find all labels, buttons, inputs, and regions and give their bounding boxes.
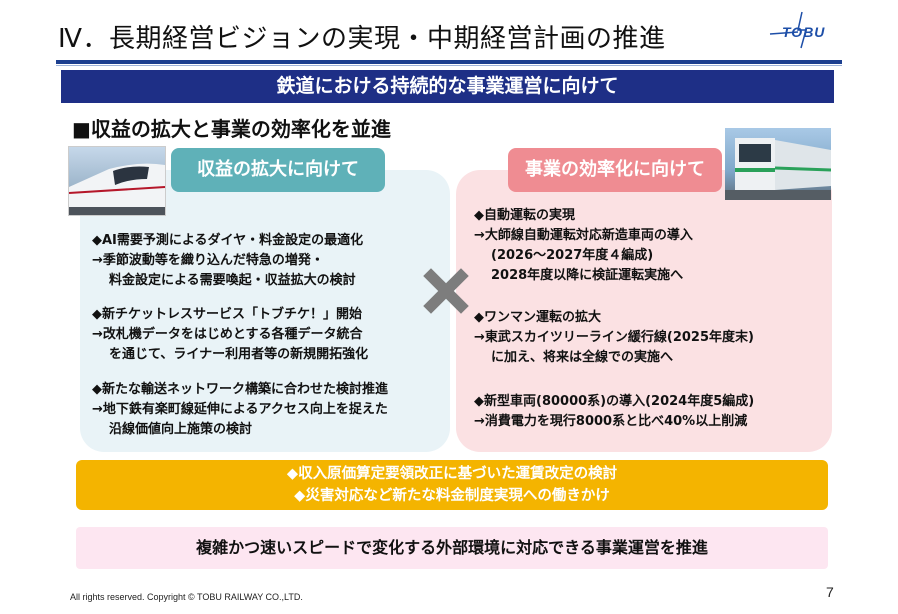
commuter-train-photo — [725, 128, 831, 200]
revenue-item-line: を通じて、ライナー利用者等の新規開拓強化 — [109, 347, 369, 362]
revenue-item: ◆AI需要予測によるダイヤ・料金設定の最適化 →季節波動等を織り込んだ特急の増発… — [92, 231, 363, 291]
efficiency-item-line: →大師線自動運転対応新造車両の導入 — [474, 228, 693, 243]
tobu-logo-text: TOBU — [782, 24, 826, 40]
page-number: 7 — [826, 584, 834, 600]
efficiency-item-line: 2028年度以降に検証運転実施へ — [491, 268, 684, 283]
revenue-item-line: →地下鉄有楽町線延伸によるアクセス向上を捉えた — [92, 402, 388, 417]
revenue-panel-title: 収益の拡大に向けて — [171, 148, 385, 192]
section-heading: ■収益の拡大と事業の効率化を並進 — [72, 117, 391, 141]
efficiency-item-head: ◆自動運転の実現 — [474, 208, 575, 223]
efficiency-item-line: に加え、将来は全線での実施へ — [491, 350, 674, 365]
page-title: Ⅳ．長期経営ビジョンの実現・中期経営計画の推進 — [58, 24, 666, 54]
efficiency-item-line: (2026～2027年度４編成) — [491, 248, 654, 263]
limited-express-train-photo — [68, 146, 166, 216]
efficiency-panel — [456, 170, 832, 452]
revenue-item-line: →季節波動等を織り込んだ特急の増発・ — [92, 253, 324, 268]
efficiency-item-head: ◆ワンマン運転の拡大 — [474, 310, 601, 325]
efficiency-item-line: →消費電力を現行8000系と比べ40%以上削減 — [474, 414, 748, 429]
tobu-logo: TOBU — [768, 10, 848, 50]
revenue-item-head: ◆新チケットレスサービス「トブチケ！」開始 — [92, 307, 362, 322]
efficiency-item: ◆ワンマン運転の拡大 →東武スカイツリーライン緩行線(2025年度末) に加え、… — [474, 308, 754, 368]
revenue-item-head: ◆AI需要予測によるダイヤ・料金設定の最適化 — [92, 233, 364, 248]
revenue-item-line: 料金設定による需要喚起・収益拡大の検討 — [109, 273, 356, 288]
copyright-notice: All rights reserved. Copyright © TOBU RA… — [70, 592, 303, 602]
cross-icon — [423, 268, 469, 314]
fare-policy-line: ◆収入原価算定要領改正に基づいた運賃改定の検討 — [286, 466, 618, 482]
section-banner: 鉄道における持続的な事業運営に向けて — [61, 70, 834, 103]
tobu-logo-icon — [769, 11, 807, 49]
fare-policy-line: ◆災害対応など新たな料金制度実現への働きかけ — [294, 488, 610, 504]
revenue-item: ◆新たな輸送ネットワーク構築に合わせた検討推進 →地下鉄有楽町線延伸によるアクセ… — [92, 380, 388, 440]
title-rule — [56, 60, 842, 64]
revenue-item-head: ◆新たな輸送ネットワーク構築に合わせた検討推進 — [92, 382, 388, 397]
efficiency-item-line: →東武スカイツリーライン緩行線(2025年度末) — [474, 330, 754, 345]
revenue-item-line: →改札機データをはじめとする各種データ統合 — [92, 327, 363, 342]
efficiency-panel-title: 事業の効率化に向けて — [508, 148, 722, 192]
revenue-panel — [80, 170, 450, 452]
conclusion-box: 複雑かつ速いスピードで変化する外部環境に対応できる事業運営を推進 — [76, 527, 828, 569]
revenue-item-line: 沿線価値向上施策の検討 — [109, 422, 253, 437]
revenue-item: ◆新チケットレスサービス「トブチケ！」開始 →改札機データをはじめとする各種デー… — [92, 305, 368, 365]
title-rule-thin — [56, 65, 842, 66]
efficiency-item-head: ◆新型車両(80000系)の導入(2024年度5編成) — [474, 394, 755, 409]
fare-policy-box: ◆収入原価算定要領改正に基づいた運賃改定の検討 ◆災害対応など新たな料金制度実現… — [76, 460, 828, 510]
efficiency-item: ◆自動運転の実現 →大師線自動運転対応新造車両の導入 (2026～2027年度４… — [474, 206, 693, 286]
efficiency-item: ◆新型車両(80000系)の導入(2024年度5編成) →消費電力を現行8000… — [474, 392, 754, 432]
